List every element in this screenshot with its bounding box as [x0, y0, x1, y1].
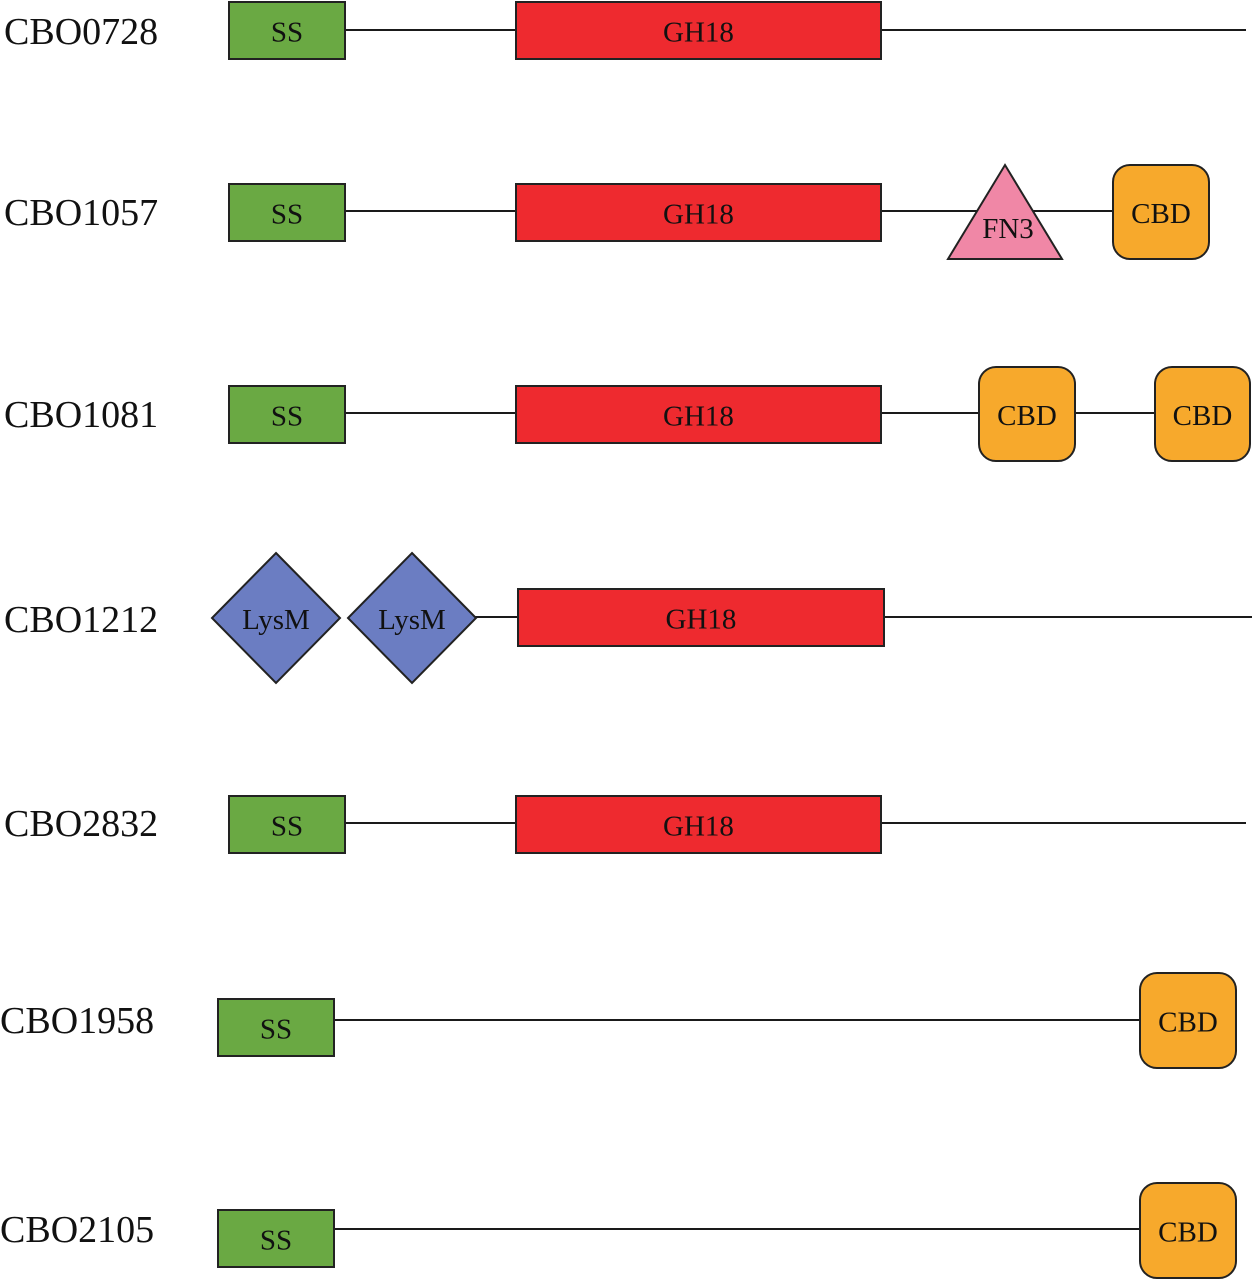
protein-row-cbo1057: CBO1057 SS GH18 FN3 CBD: [4, 163, 1210, 260]
domain-shape: [515, 385, 882, 444]
domain-label: SS: [271, 199, 303, 231]
domain-label: GH18: [666, 604, 737, 636]
domain-label: LysM: [242, 604, 310, 636]
protein-label: CBO1958: [0, 1000, 154, 1042]
domain-cbd: CBD: [1139, 1182, 1237, 1279]
protein-row-cbo2105: CBO2105 SS CBD: [0, 1182, 1237, 1279]
domain-shape: [217, 998, 335, 1057]
protein-label: CBO2105: [0, 1209, 154, 1251]
protein-row-cbo1212: CBO1212 LysM LysM GH18: [4, 551, 1252, 685]
domain-fn3: FN3: [946, 163, 1064, 260]
domain-shape: [228, 385, 346, 444]
domain-shape: [946, 163, 1064, 260]
domain-label: CBD: [1131, 198, 1191, 230]
domain-gh18: GH18: [515, 1, 882, 60]
domain-lysm: LysM: [346, 551, 478, 685]
domain-shape: [228, 795, 346, 854]
domain-label: SS: [271, 401, 303, 433]
domain-cbd: CBD: [1154, 366, 1251, 462]
domain-ss: SS: [228, 1, 346, 60]
domain-shape: [1154, 366, 1251, 462]
domain-label: CBD: [1158, 1217, 1218, 1249]
domain-label: SS: [271, 811, 303, 843]
domain-gh18: GH18: [517, 588, 885, 647]
domain-gh18: GH18: [515, 385, 882, 444]
protein-label: CBO0728: [4, 11, 158, 53]
domain-shape: [1139, 972, 1237, 1069]
domain-label: CBD: [1173, 400, 1233, 432]
domain-shape: [228, 183, 346, 242]
domain-cbd: CBD: [1139, 972, 1237, 1069]
domain-label: LysM: [378, 604, 446, 636]
protein-label: CBO1057: [4, 192, 158, 234]
domain-label: FN3: [982, 213, 1034, 245]
domain-shape: [515, 183, 882, 242]
domain-cbd: CBD: [1112, 164, 1210, 260]
domain-ss: SS: [217, 998, 335, 1057]
domain-gh18: GH18: [515, 183, 882, 242]
domain-label: SS: [260, 1014, 292, 1046]
domain-ss: SS: [217, 1209, 335, 1268]
domain-cbd: CBD: [978, 366, 1076, 462]
domain-label: GH18: [663, 199, 734, 231]
domain-shape: [217, 1209, 335, 1268]
protein-row-cbo1958: CBO1958 SS CBD: [0, 972, 1237, 1069]
domain-shape: [210, 551, 342, 685]
domain-ss: SS: [228, 183, 346, 242]
domain-label: GH18: [663, 811, 734, 843]
protein-row-cbo1081: CBO1081 SS GH18 CBD CBD: [4, 366, 1251, 462]
domain-label: SS: [271, 17, 303, 49]
domain-label: GH18: [663, 17, 734, 49]
protein-row-cbo0728: CBO0728 SS GH18: [4, 1, 1246, 60]
domain-label: CBD: [1158, 1007, 1218, 1039]
protein-row-cbo2832: CBO2832 SS GH18: [4, 795, 1246, 854]
domain-shape: [978, 366, 1076, 462]
domain-shape: [515, 795, 882, 854]
domain-shape: [515, 1, 882, 60]
domain-shape: [517, 588, 885, 647]
domain-label: GH18: [663, 401, 734, 433]
domain-shape: [346, 551, 478, 685]
domain-shape: [1139, 1182, 1237, 1279]
protein-label: CBO2832: [4, 803, 158, 845]
domain-ss: SS: [228, 795, 346, 854]
domain-lysm: LysM: [210, 551, 342, 685]
protein-label: CBO1081: [4, 394, 158, 436]
domain-label: SS: [260, 1225, 292, 1257]
domain-label: CBD: [997, 400, 1057, 432]
domain-shape: [1112, 164, 1210, 260]
domain-shape: [228, 1, 346, 60]
domain-ss: SS: [228, 385, 346, 444]
domain-gh18: GH18: [515, 795, 882, 854]
protein-label: CBO1212: [4, 599, 158, 641]
